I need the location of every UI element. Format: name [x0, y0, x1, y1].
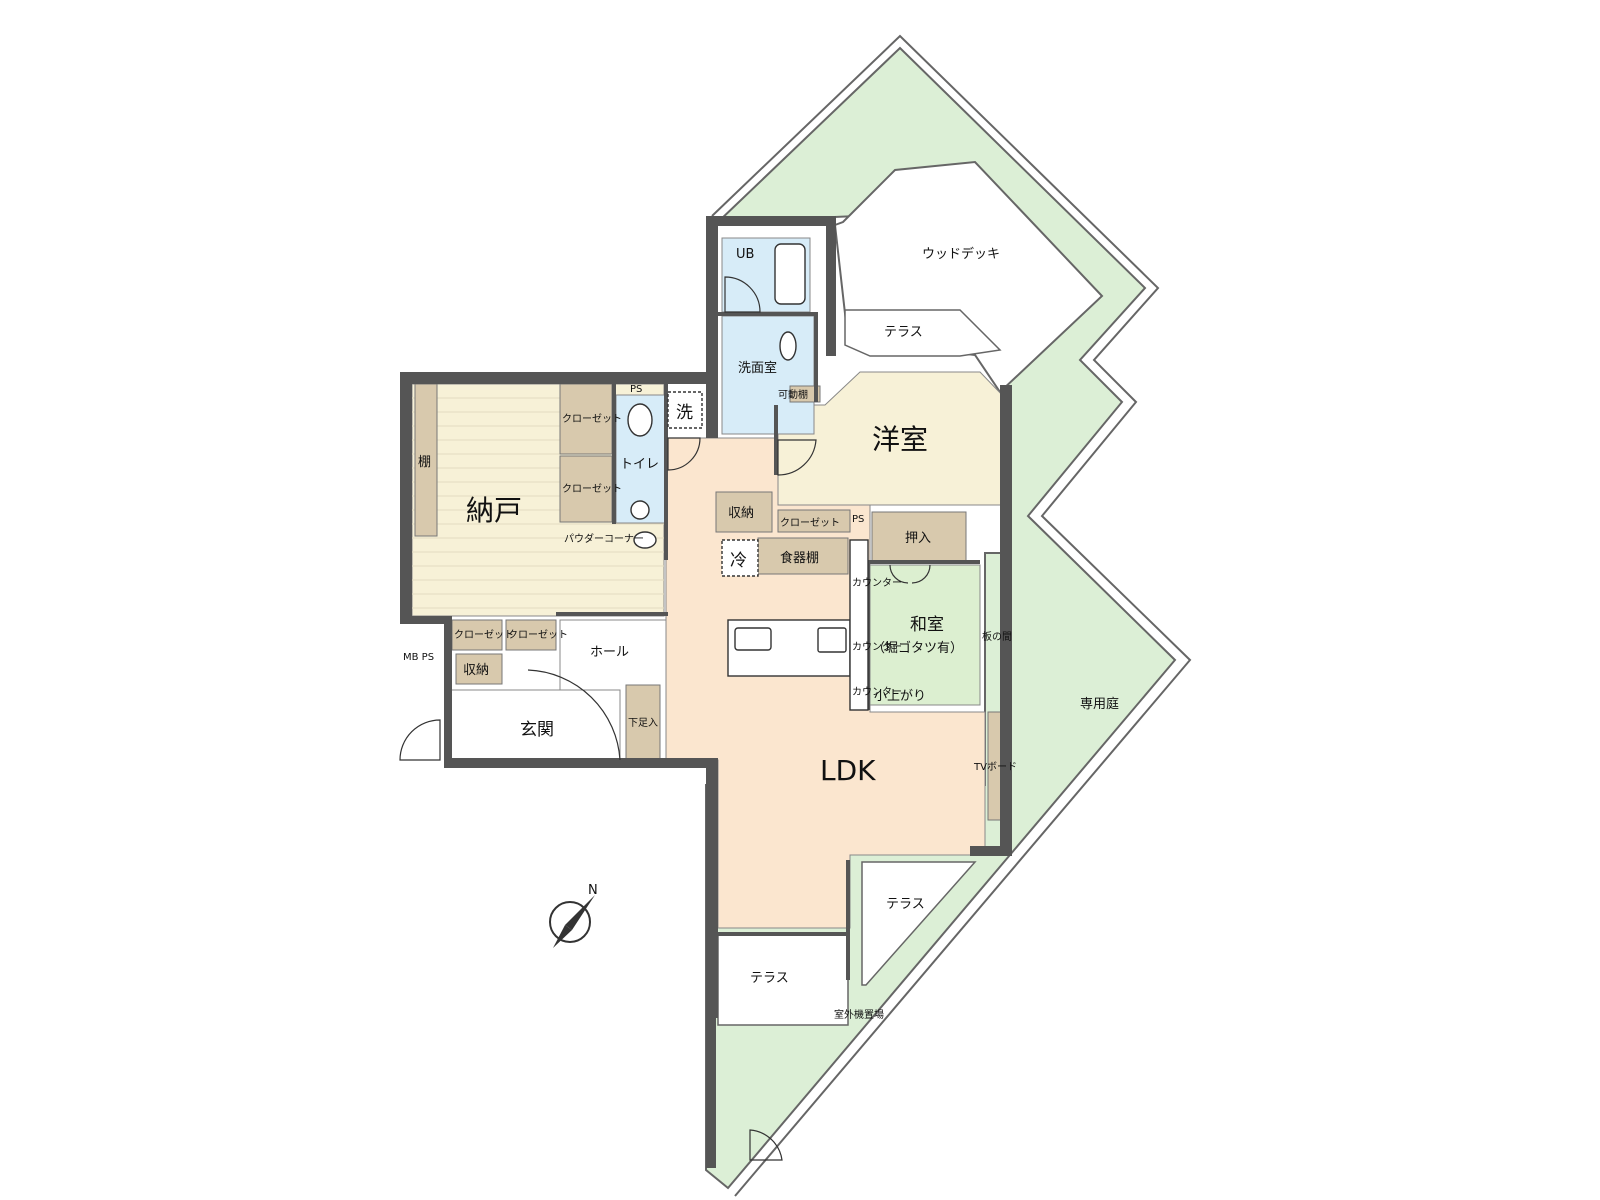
label-entrance: 玄関	[520, 720, 554, 740]
label-counter-2: カウンター	[852, 641, 902, 653]
label-closet-3: クローゼット	[454, 629, 514, 641]
fridge-space-icon	[721, 539, 759, 577]
garden-outer-line	[711, 34, 1192, 1197]
label-mb-ps: MB PS	[403, 652, 434, 663]
label-outdoor-unit: 室外機置場	[834, 1008, 884, 1021]
label-counter: カウンター	[852, 577, 902, 589]
label-cupboard: 食器棚	[780, 550, 819, 566]
label-japanese-room-note: （堀ゴタツ有）	[872, 640, 963, 656]
label-ps-2: PS	[852, 514, 864, 525]
wash-basin-icon	[779, 331, 797, 361]
counter-strip	[849, 539, 869, 711]
label-tv-board: TVボード	[973, 761, 1017, 773]
label-closet-4: クローゼット	[508, 629, 568, 641]
terrace-north-area	[844, 309, 1002, 357]
label-terrace-south: テラス	[750, 971, 789, 986]
label-powder-corner: パウダーコーナー	[564, 532, 644, 545]
label-wood-deck: ウッドデッキ	[922, 246, 1000, 262]
label-private-garden: 専用庭	[1080, 696, 1119, 712]
japanese-room-floor	[869, 564, 981, 706]
label-raised-area: 小上がり	[874, 689, 926, 704]
label-wood-floor-area: 板の間	[982, 630, 1012, 643]
label-kitchen-storage: 収納	[728, 506, 754, 521]
label-ps: PS	[630, 384, 642, 395]
bathtub-icon	[774, 243, 806, 305]
stove-icon	[817, 627, 847, 653]
label-ldk: LDK	[820, 754, 876, 787]
label-japanese-room: 和室	[910, 615, 944, 635]
washer-space-icon	[667, 391, 703, 429]
label-fridge: 冷	[730, 551, 747, 571]
label-shoe-storage: 収納	[463, 663, 489, 678]
powder-sink-icon	[633, 531, 657, 549]
label-counter-3: カウンター	[852, 686, 902, 698]
label-closet-western: クローゼット	[780, 517, 840, 529]
label-storeroom: 納戸	[466, 494, 522, 527]
terrace-south-area	[717, 934, 849, 1026]
fixtures	[627, 243, 869, 711]
doors	[399, 276, 931, 1161]
toilet-sink-icon	[630, 500, 650, 520]
label-shelf: 棚	[418, 455, 431, 470]
label-closet-2: クローゼット	[562, 483, 622, 495]
label-terrace-east: テラス	[886, 897, 925, 912]
toilet-icon	[627, 403, 653, 437]
label-washroom: 洗面室	[738, 360, 777, 376]
north-arrow-icon: N	[549, 883, 598, 948]
entrance-floor	[449, 689, 621, 761]
label-unit-bath: UB	[736, 247, 754, 262]
label-movable-shelf: 可動棚	[778, 388, 808, 401]
terrace-east-area	[861, 861, 977, 986]
label-terrace-north: テラス	[884, 325, 923, 340]
label-washer: 洗	[676, 403, 693, 423]
north-label: N	[588, 883, 598, 898]
label-closet-japanese: 押入	[905, 531, 931, 546]
walls	[400, 216, 1012, 1168]
label-western-room: 洋室	[872, 423, 928, 456]
storage-blocks	[414, 383, 1007, 821]
label-toilet: トイレ	[620, 457, 659, 472]
kitchen-sink-icon	[734, 627, 772, 651]
label-shoe-box: 下足入	[628, 717, 658, 729]
label-hall: ホール	[590, 645, 629, 660]
label-closet-1: クローゼット	[562, 413, 622, 425]
